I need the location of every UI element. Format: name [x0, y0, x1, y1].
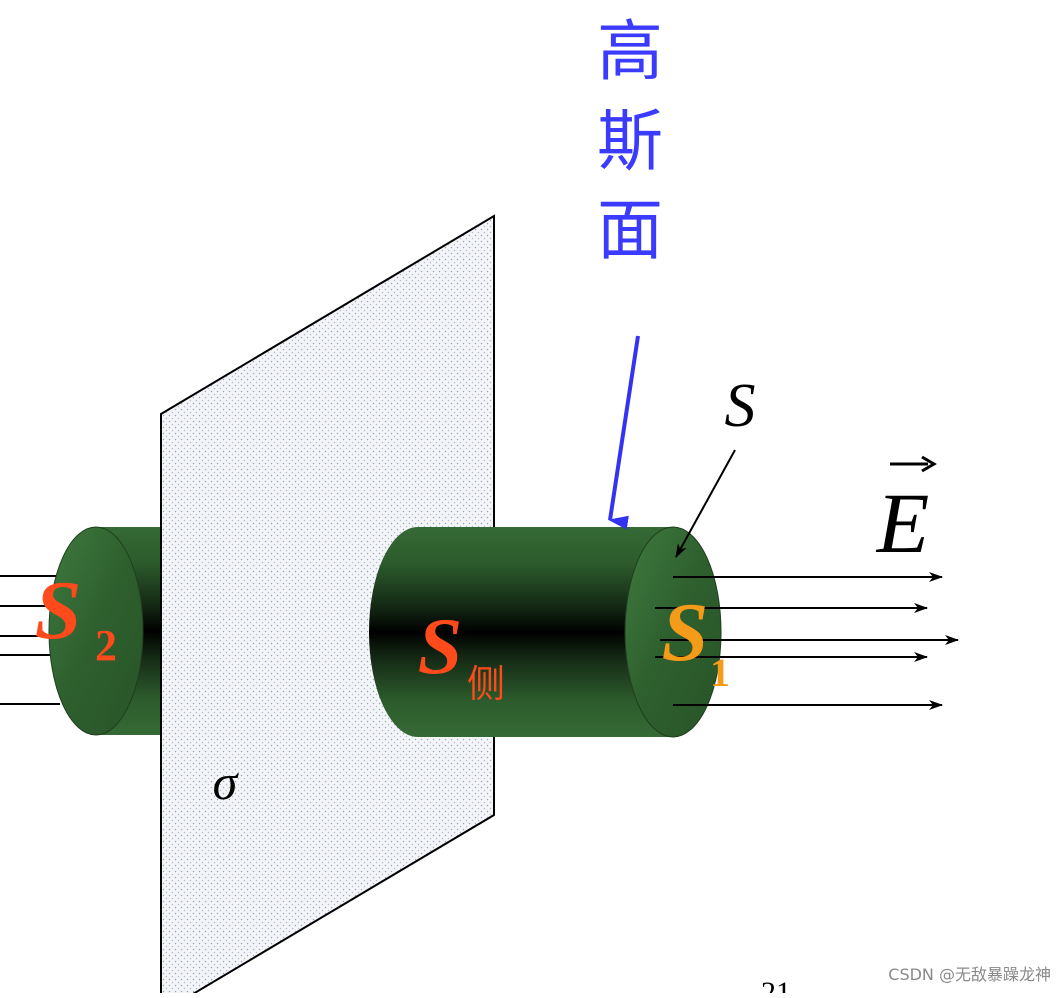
s1-end-cap — [624, 526, 722, 738]
right-field-lines — [655, 572, 959, 710]
field-e-letter: E — [875, 475, 930, 571]
charged-plane — [160, 214, 495, 998]
s2-main: S — [35, 564, 82, 657]
watermark-text: CSDN @无敌暴躁龙神 — [888, 965, 1051, 984]
s1-label: S 1 — [662, 586, 730, 695]
gauss-surface-label: 高 斯 面 — [597, 13, 663, 269]
s1-sub: 1 — [710, 650, 730, 695]
gauss-char-1: 高 — [597, 13, 663, 90]
s-side-label: S 侧 — [418, 603, 505, 706]
s-side-main: S — [418, 603, 463, 691]
s2-sub: 2 — [95, 621, 117, 670]
gauss-char-2: 斯 — [597, 103, 663, 180]
s1-main: S — [662, 586, 709, 679]
field-e-label: E — [875, 455, 937, 571]
area-s-label: S — [725, 372, 756, 440]
s2-label: S 2 — [35, 564, 117, 670]
area-s-pointer — [675, 449, 736, 558]
left-cylinder — [48, 526, 166, 736]
gauss-pointer-arrow — [608, 335, 640, 530]
right-cylinder — [369, 526, 722, 738]
gauss-char-3: 面 — [597, 192, 663, 269]
sigma-label: σ — [213, 754, 240, 810]
s-side-sub: 侧 — [467, 662, 505, 706]
page-number: 21 — [761, 976, 791, 993]
